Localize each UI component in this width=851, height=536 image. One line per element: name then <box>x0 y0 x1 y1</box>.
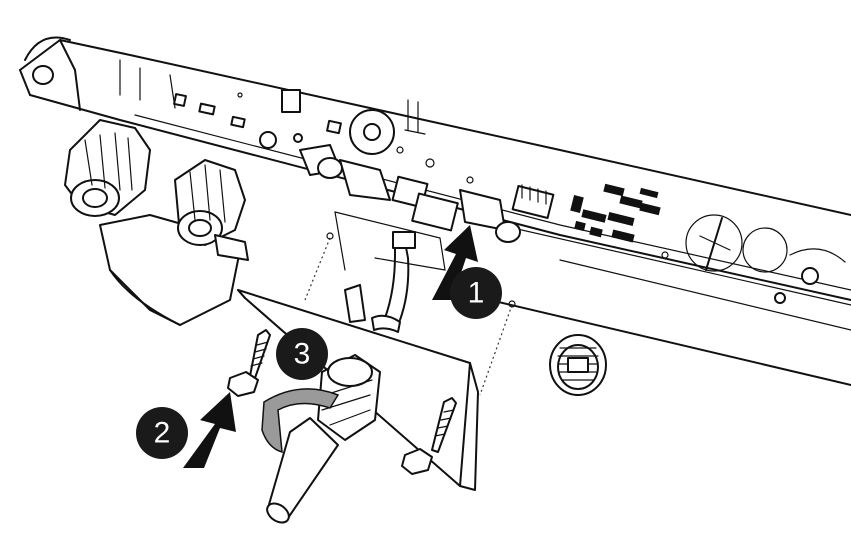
step-badge-2: 2 <box>136 407 188 459</box>
cable-glands <box>64 119 249 326</box>
step-badge-1: 1 <box>450 267 502 319</box>
signal-wires <box>371 231 416 333</box>
arrow-step-1 <box>432 225 478 300</box>
pcb-components <box>173 89 846 304</box>
step-number-3: 3 <box>294 338 311 371</box>
step-number-2: 2 <box>154 417 171 450</box>
step-number-1: 1 <box>468 277 485 310</box>
rj45-port <box>549 334 607 396</box>
step-badge-3: 3 <box>276 328 328 380</box>
screw-right <box>401 397 457 475</box>
arrow-step-2 <box>183 392 236 468</box>
screw-left <box>227 329 271 397</box>
sealing-tape <box>261 388 340 454</box>
inverter-housing <box>19 36 851 386</box>
signal-connector <box>266 354 381 524</box>
